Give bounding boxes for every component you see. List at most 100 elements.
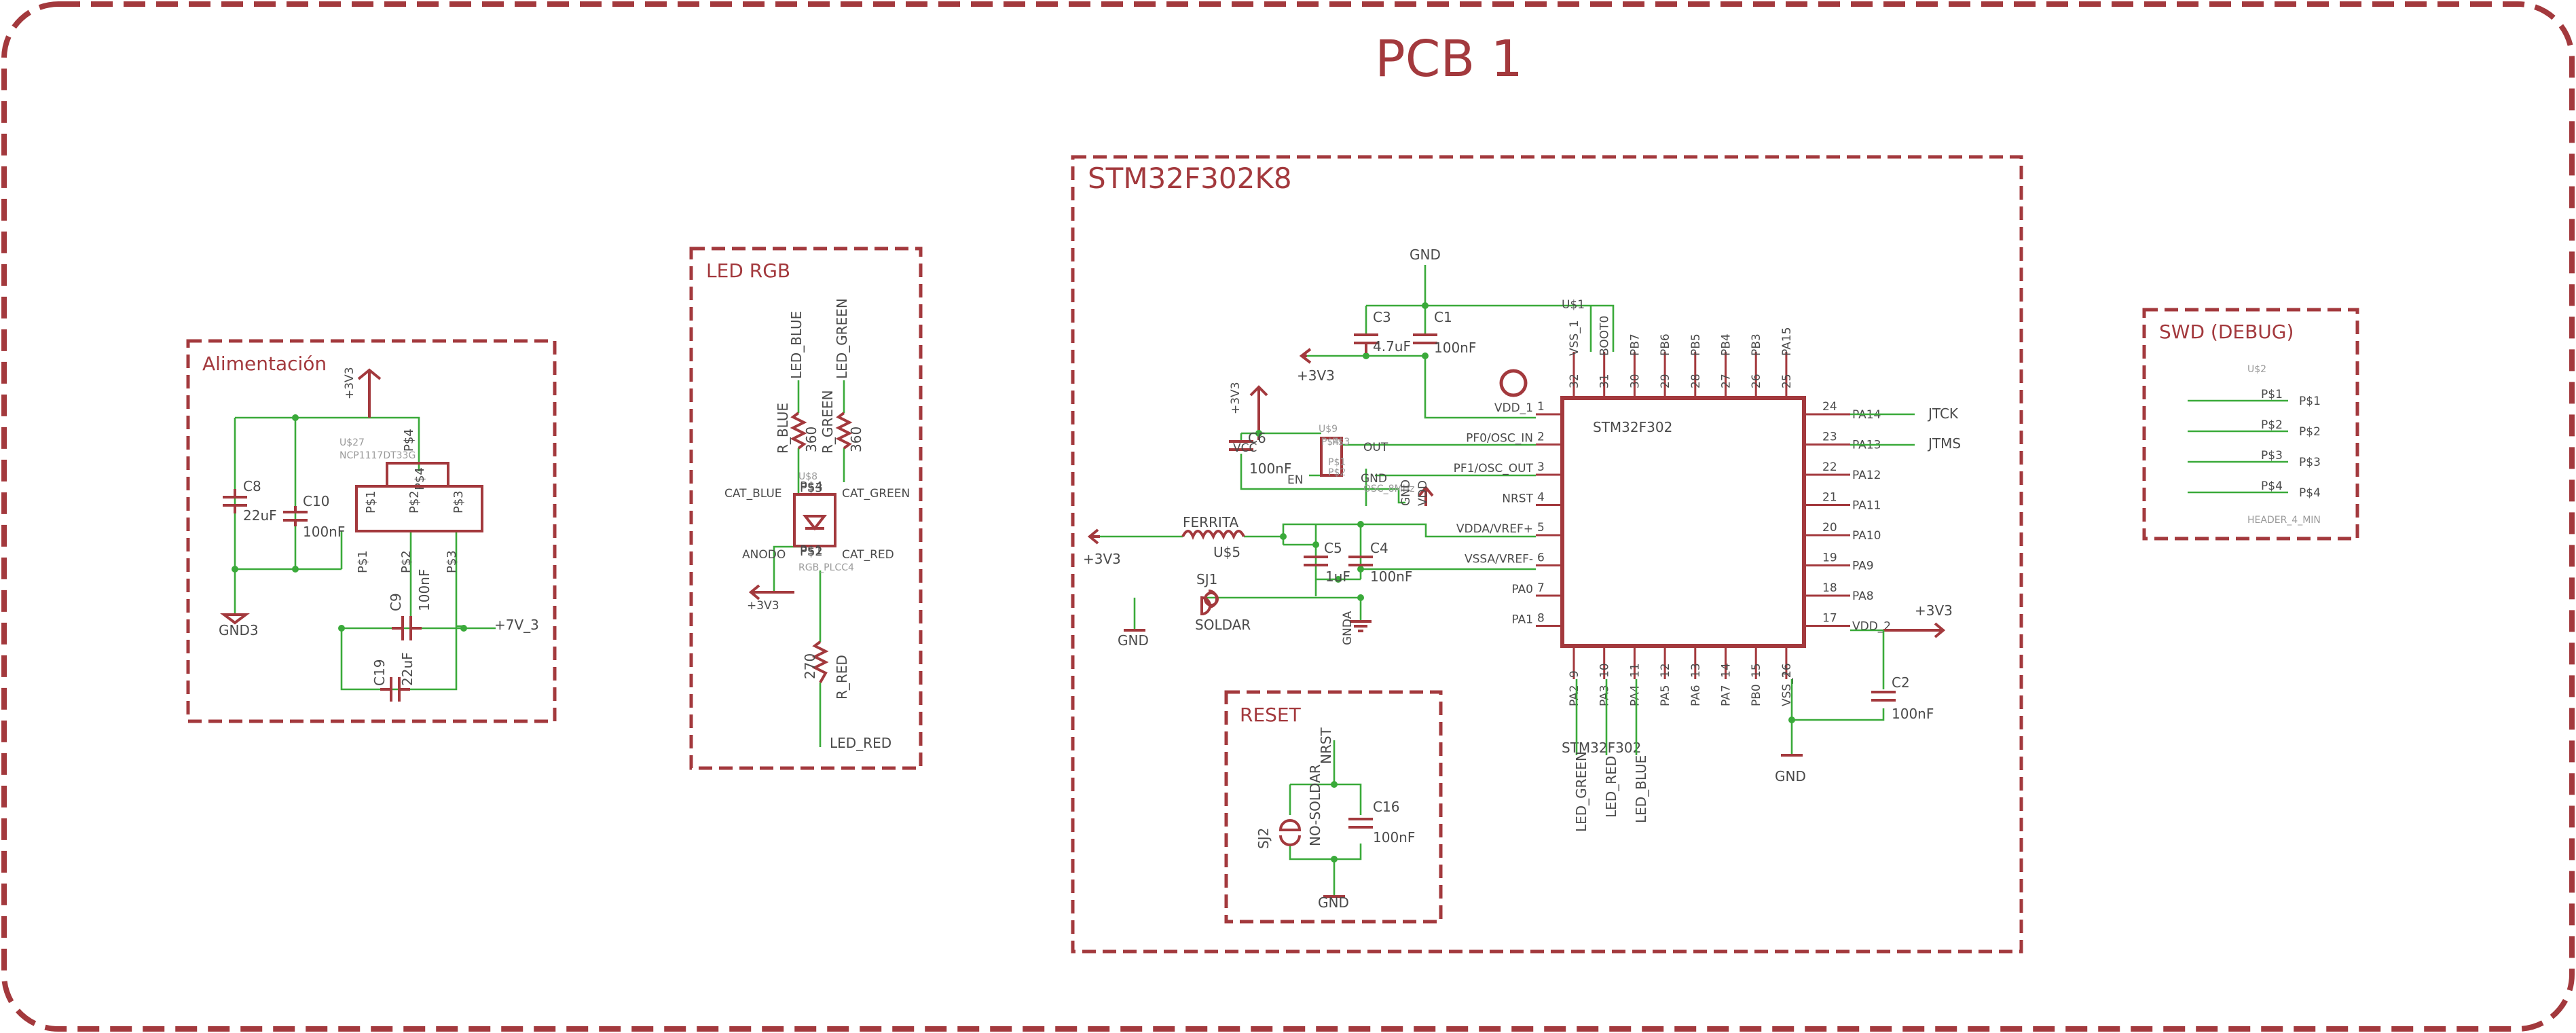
regulator-lead1-label: P$1 — [356, 550, 370, 573]
mcu-pin-number: 26 — [1750, 374, 1763, 388]
mcu-pin-number: 2 — [1537, 431, 1545, 444]
led-section: LED RGB LED_BLUE LED_GREEN R_BLUE 360 R_… — [689, 247, 923, 770]
vdd-arrow-label: VDD — [1416, 480, 1430, 506]
ferrite-symbol — [1181, 530, 1245, 540]
swd-pin-label-right: P$4 — [2299, 486, 2321, 500]
mcu-pin-number: 9 — [1568, 670, 1581, 678]
mcu-right-wires — [1850, 413, 1915, 632]
osc-p3: P$3 — [1332, 437, 1350, 448]
mcu-gnd-right: GND — [1775, 768, 1806, 784]
regulator-body — [355, 485, 483, 532]
led-supply-label: +3V3 — [747, 599, 779, 613]
net-led-green: LED_GREEN — [1573, 751, 1589, 832]
capacitor-c8-symbol — [223, 489, 247, 513]
swd-header-part: HEADER_4_MIN — [2247, 515, 2321, 526]
osc-vcc: VCC — [1233, 441, 1257, 455]
power-section: Alimentación +3V3 C8 22uF C10 100nF U$27… — [186, 339, 557, 723]
mcu-pin-name: PA15 — [1780, 327, 1794, 356]
stm32-chip-label: STM32F302 — [1562, 740, 1641, 756]
power-section-frame — [186, 339, 557, 723]
reset-section-title: RESET — [1240, 704, 1302, 726]
c6-value: 100nF — [1249, 460, 1291, 477]
reset-section-frame — [1224, 690, 1443, 924]
mcu-pin-name: NRST — [1502, 492, 1533, 506]
net-jtck: JTCK — [1927, 405, 1959, 422]
osc-part: OSC_8MHz — [1363, 484, 1415, 494]
regulator-tab-label: P$4 — [413, 467, 427, 490]
c19-name: C19 — [371, 659, 388, 686]
rgb-led-ps4: P$4 — [800, 479, 823, 494]
mcu-pin-name: PB7 — [1628, 333, 1642, 356]
c10-name: C10 — [303, 493, 329, 509]
capacitor-c6-symbol — [1229, 440, 1253, 451]
junction — [1422, 352, 1429, 359]
led-cat-red: CAT_RED — [842, 548, 894, 562]
junction — [1422, 302, 1429, 309]
junction — [460, 625, 467, 632]
mcu-supply-left: +3V3 — [1297, 367, 1335, 384]
mcu-pin-number: 31 — [1598, 374, 1612, 388]
osc-body — [1320, 437, 1343, 477]
r-blue-value: 360 — [803, 427, 820, 452]
mcu-pin-name: PB6 — [1659, 333, 1672, 356]
mcu-pin-name: PA5 — [1659, 685, 1672, 706]
junction — [1255, 430, 1262, 437]
swd-header-name: U$2 — [2247, 364, 2266, 375]
mcu-pin-name: PA9 — [1852, 560, 1874, 573]
mcu-pin-name: PB4 — [1720, 333, 1733, 356]
power-gnd-label: GND3 — [219, 622, 259, 638]
mcu-pin-number: 28 — [1689, 374, 1703, 388]
rgb-led-name: U$8 — [798, 471, 817, 482]
sj1-label: SOLDAR — [1195, 617, 1251, 633]
led-net-wires — [1575, 679, 1638, 755]
c2-value: 100nF — [1892, 706, 1934, 722]
mcu-pin-name: PA11 — [1852, 499, 1881, 513]
power-supply-label: +3V3 — [343, 367, 356, 399]
mcu-supply-right: +3V3 — [1915, 602, 1953, 619]
osc-p2: P$2 — [1328, 467, 1346, 478]
pin1-marker — [1499, 369, 1528, 397]
capacitor-c10-symbol — [283, 506, 308, 526]
junction — [1331, 856, 1338, 863]
osc-wires — [1240, 432, 1536, 506]
c8-value: 22uF — [243, 507, 277, 524]
c5-value: 1uF — [1325, 568, 1350, 585]
led-cat-green: CAT_GREEN — [842, 487, 910, 501]
led-section-title: LED RGB — [706, 259, 790, 282]
vdd-arrow-symbol — [1418, 485, 1434, 506]
reset-wires — [1289, 740, 1362, 896]
mcu-gnd-top: GND — [1410, 247, 1441, 263]
sj1-pad — [1204, 592, 1219, 606]
mcu-pin-number: 16 — [1780, 663, 1794, 678]
mcu-pin-number: 17 — [1822, 612, 1837, 626]
capacitor-c3-c1-symbols — [1354, 333, 1437, 353]
mcu-pin-name: PA12 — [1852, 469, 1881, 482]
mcu-pin-number: 25 — [1780, 374, 1794, 388]
ferrita-label: FERRITA — [1183, 514, 1238, 530]
c5-name: C5 — [1324, 540, 1342, 556]
mcu-pin-name: PA2 — [1568, 685, 1581, 706]
supply-arrow-symbol — [357, 368, 382, 418]
c16-name: C16 — [1373, 799, 1399, 815]
net-led-blue: LED_BLUE — [1633, 755, 1649, 823]
junction — [1788, 717, 1795, 723]
c3-value: 4.7uF — [1373, 338, 1411, 355]
mcu-pin-number: 10 — [1598, 663, 1612, 678]
resistor-r-red-symbol — [811, 640, 829, 683]
sj2-name: SJ2 — [1255, 828, 1272, 849]
mcu-pin-name: PA7 — [1720, 685, 1733, 706]
mcu-pin-number: 21 — [1822, 491, 1837, 505]
capacitor-c9-symbol — [392, 616, 422, 640]
reset-section: RESET NRST SJ2 NO-SOLDAR C16 100nF GND — [1224, 690, 1443, 924]
mcu-pin-name: PB0 — [1750, 684, 1763, 706]
led-wires — [773, 380, 845, 747]
mcu-pin-number: 32 — [1568, 374, 1581, 388]
gnda-label: GNDA — [1341, 611, 1355, 645]
mcu-supply-right-arrow — [1883, 622, 1946, 638]
mcu-pin-name: VSS_2 — [1780, 670, 1794, 706]
capacitor-c19-symbol — [380, 677, 410, 702]
c9-value: 100nF — [416, 569, 433, 611]
rgb-led-ps1: P$1 — [800, 543, 823, 558]
